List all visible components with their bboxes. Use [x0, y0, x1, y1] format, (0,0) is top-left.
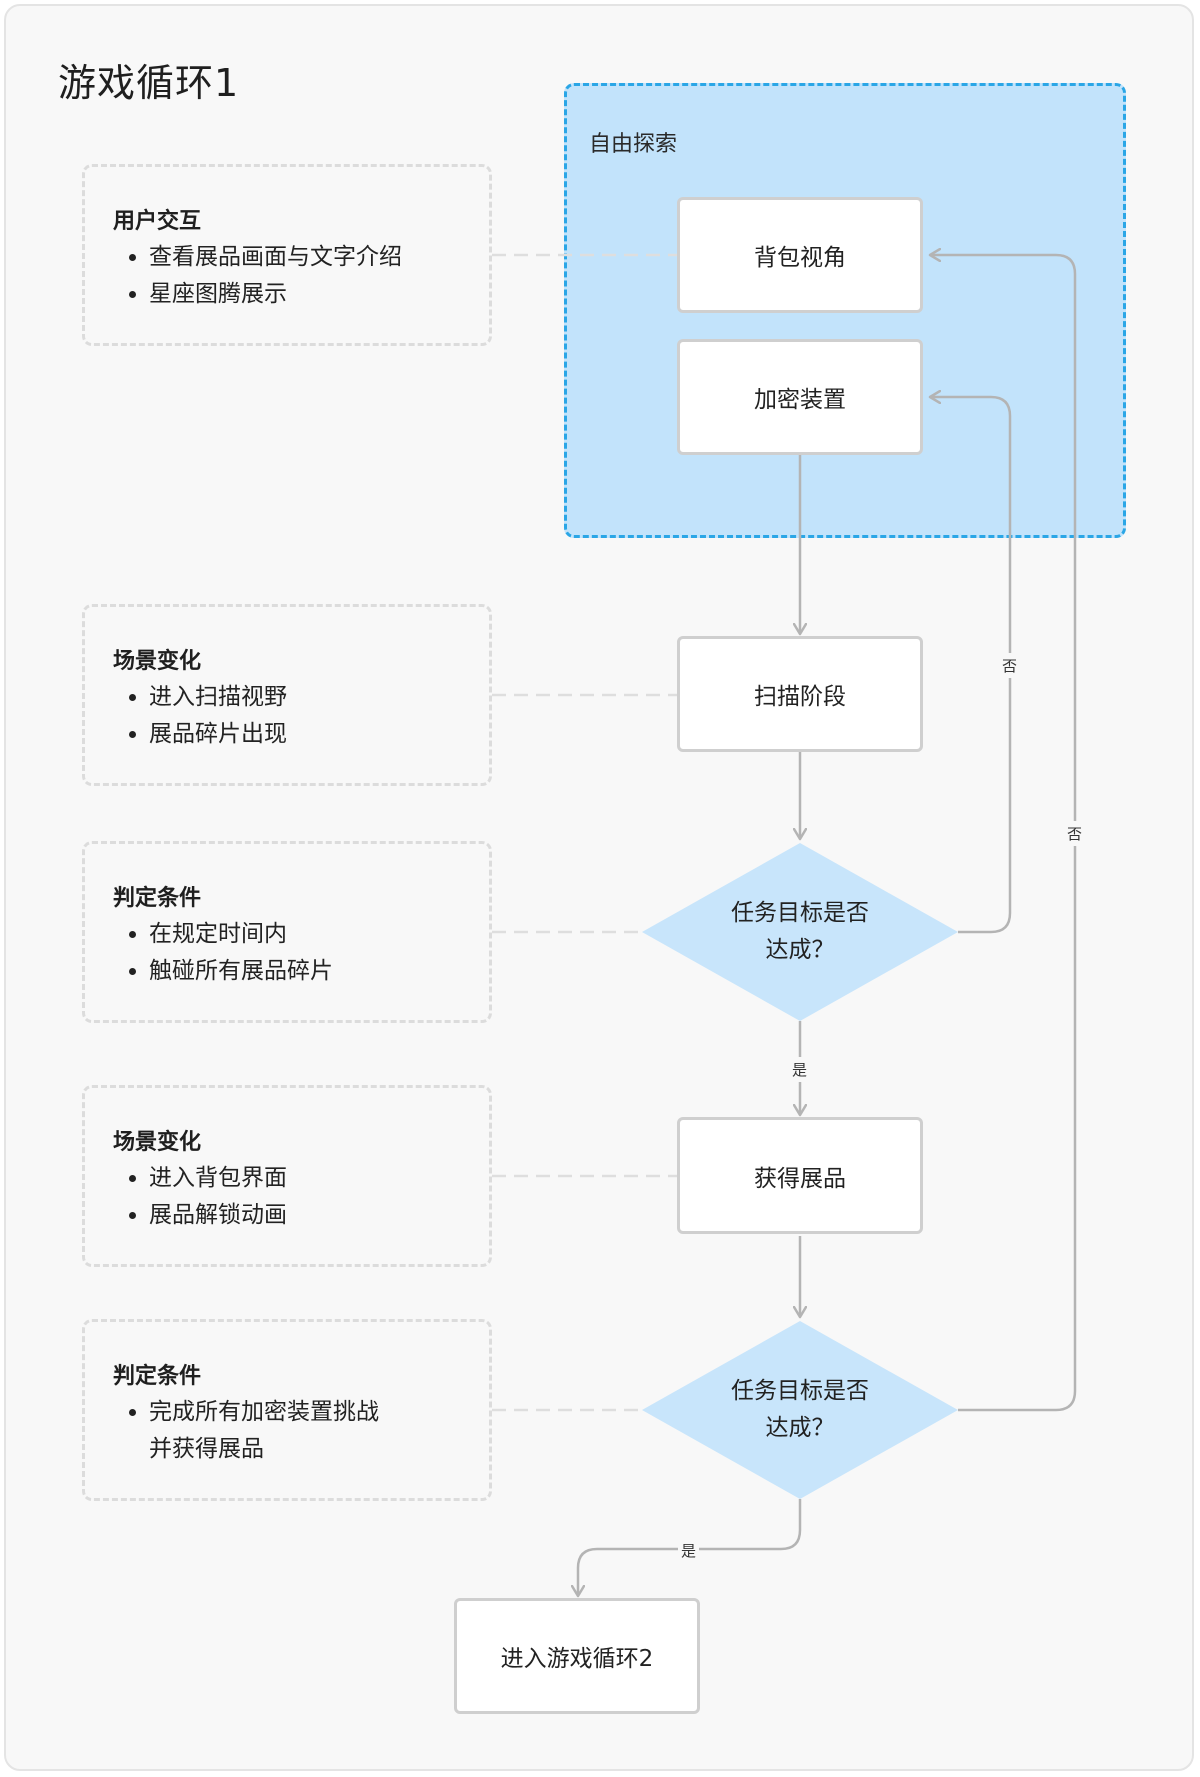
decision-diamond-1 — [642, 843, 958, 1021]
note-item-continuation: 并获得展品 — [149, 1436, 264, 1462]
node-get-exhibit[interactable]: 获得展品 — [677, 1117, 923, 1234]
note-item: 查看展品画面与文字介绍 — [149, 239, 402, 276]
note-list: 完成所有加密装置挑战 并获得展品 — [113, 1394, 379, 1468]
free-explore-label: 自由探索 — [589, 132, 678, 157]
edge-decision1-no — [930, 397, 1012, 934]
node-next-loop[interactable]: 进入游戏循环2 — [454, 1598, 700, 1714]
note-item: 星座图腾展示 — [149, 276, 402, 313]
note-title: 场景变化 — [113, 1130, 202, 1155]
edge-label-yes-2: 是 — [678, 1538, 700, 1563]
edge-label-no-1: 否 — [999, 653, 1021, 678]
note-title: 场景变化 — [113, 649, 202, 674]
decision-2-line1: 任务目标是否 — [731, 1378, 869, 1404]
node-backpack-view[interactable]: 背包视角 — [677, 197, 923, 313]
note-user-interaction: 用户交互 查看展品画面与文字介绍 星座图腾展示 — [82, 164, 492, 346]
note-title: 判定条件 — [113, 886, 202, 911]
decision-diamond-2 — [642, 1321, 958, 1499]
note-title: 判定条件 — [113, 1364, 202, 1389]
decision-1-text[interactable]: 任务目标是否 达成？ — [680, 895, 920, 969]
note-item: 展品解锁动画 — [149, 1197, 287, 1234]
note-title: 用户交互 — [113, 209, 202, 234]
note-item: 进入扫描视野 — [149, 679, 287, 716]
note-scene-change-2: 场景变化 进入背包界面 展品解锁动画 — [82, 1085, 492, 1267]
decision-1-line1: 任务目标是否 — [731, 900, 869, 926]
page-title: 游戏循环1 — [58, 61, 240, 105]
note-condition-2: 判定条件 完成所有加密装置挑战 并获得展品 — [82, 1319, 492, 1501]
edge-decision2-no — [930, 255, 1077, 1412]
node-encryption-device[interactable]: 加密装置 — [677, 339, 923, 455]
decision-1-line2: 达成？ — [765, 937, 835, 963]
node-scan-stage[interactable]: 扫描阶段 — [677, 636, 923, 752]
decision-2-line2: 达成？ — [765, 1415, 835, 1441]
note-list: 进入背包界面 展品解锁动画 — [113, 1160, 287, 1234]
note-item: 展品碎片出现 — [149, 716, 287, 753]
note-list: 在规定时间内 触碰所有展品碎片 — [113, 916, 333, 990]
note-condition-1: 判定条件 在规定时间内 触碰所有展品碎片 — [82, 841, 492, 1023]
note-list: 进入扫描视野 展品碎片出现 — [113, 679, 287, 753]
edge-label-yes-1: 是 — [789, 1057, 811, 1082]
note-item: 进入背包界面 — [149, 1160, 287, 1197]
note-list: 查看展品画面与文字介绍 星座图腾展示 — [113, 239, 402, 313]
note-item: 触碰所有展品碎片 — [149, 953, 333, 990]
note-item: 在规定时间内 — [149, 916, 333, 953]
note-scene-change-1: 场景变化 进入扫描视野 展品碎片出现 — [82, 604, 492, 786]
edge-label-no-2: 否 — [1064, 821, 1086, 846]
decision-2-text[interactable]: 任务目标是否 达成？ — [680, 1373, 920, 1447]
note-item: 完成所有加密装置挑战 — [149, 1394, 379, 1431]
